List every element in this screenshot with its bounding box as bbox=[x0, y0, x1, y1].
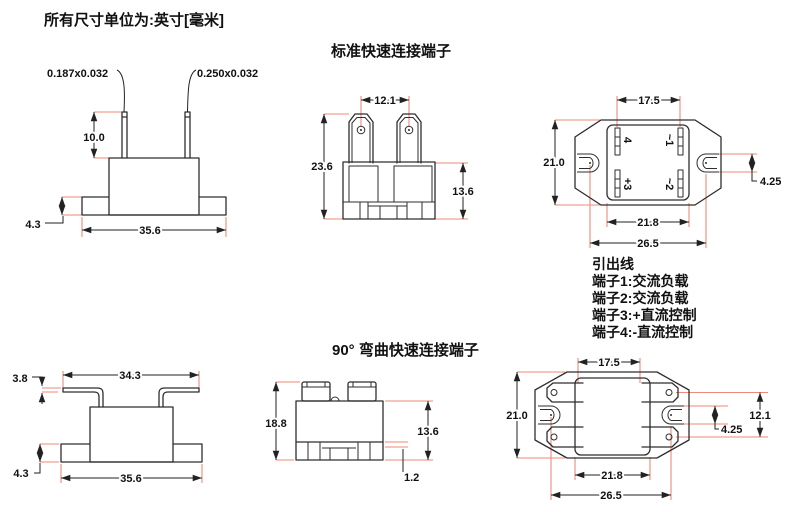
mount-slot-right-bent bbox=[661, 405, 684, 425]
dim-body-depth: 21.0 bbox=[543, 157, 564, 169]
label-pin-large: 0.250x0.032 bbox=[197, 68, 258, 80]
terminal-blades bbox=[614, 127, 684, 198]
legend-line-1: 端子1:交流负载 bbox=[592, 273, 689, 289]
dim-hole-span-bent: 12.1 bbox=[749, 410, 770, 422]
units-note: 所有尺寸单位为:英寸[毫米] bbox=[44, 12, 224, 29]
terminal-label-2: ~2 bbox=[663, 178, 675, 191]
section-title-standard: 标准快速连接端子 bbox=[331, 43, 452, 60]
terminal-label-4: 4 bbox=[621, 137, 633, 144]
dim-lead-height: 3.8 bbox=[12, 373, 27, 385]
legend-line-3: 端子3:+直流控制 bbox=[592, 307, 697, 323]
dim-body-width-bent: 21.8 bbox=[601, 470, 622, 482]
view-bent-top: 17.5 21.0 21.8 26.5 12.1 4.25 bbox=[504, 355, 772, 504]
dim-body-width: 21.8 bbox=[637, 217, 658, 229]
dim-step: 1.2 bbox=[404, 472, 419, 484]
terminal-label-3: +3 bbox=[621, 178, 633, 191]
dim-slot-span: 26.5 bbox=[637, 238, 658, 250]
dim-body-height: 13.6 bbox=[452, 186, 473, 198]
dim-pin-height: 10.0 bbox=[83, 132, 104, 144]
mount-slot-left-bent bbox=[538, 405, 561, 425]
dim-pin-span: 17.5 bbox=[638, 95, 659, 107]
bent-tabs bbox=[546, 382, 679, 448]
dim-pin-span-bent: 17.5 bbox=[598, 357, 619, 369]
legend-line-4: 端子4:-直流控制 bbox=[592, 324, 694, 340]
dim-pin-spacing: 12.1 bbox=[374, 95, 395, 107]
terminal-legend: 引出线 端子1:交流负载 端子2:交流负载 端子3:+直流控制 端子4:-直流控… bbox=[592, 256, 697, 341]
view-standard-side: 0.187x0.032 0.250x0.032 10.0 4.3 35.6 bbox=[25, 68, 258, 239]
legend-line-2: 端子2:交流负载 bbox=[592, 290, 689, 306]
view-bent-side: 3.8 34.3 4.3 35.6 bbox=[12, 368, 203, 487]
mount-slot-right bbox=[696, 153, 719, 173]
dim-overall-height: 23.6 bbox=[311, 161, 332, 173]
legend-heading: 引出线 bbox=[592, 256, 634, 272]
label-pin-small: 0.187x0.032 bbox=[47, 68, 108, 80]
dim-slot-width-bent: 4.25 bbox=[721, 424, 742, 436]
dim-base-height: 4.3 bbox=[25, 219, 40, 231]
dim-body-depth-bent: 21.0 bbox=[506, 410, 527, 422]
dim-slot-span-bent: 26.5 bbox=[600, 490, 621, 502]
mount-slot-left bbox=[577, 153, 600, 173]
dim-lead-span: 34.3 bbox=[119, 370, 140, 382]
view-bent-front: 18.8 13.6 1.2 bbox=[263, 381, 441, 484]
dim-base-width: 35.6 bbox=[139, 225, 160, 237]
dim-body-height-bent: 13.6 bbox=[417, 426, 438, 438]
dim-slot-width: 4.25 bbox=[760, 176, 781, 188]
view-standard-top: 4 ~1 +3 ~2 17.5 21.0 21.8 26.5 4.25 bbox=[541, 93, 781, 252]
dim-base-height-bent: 4.3 bbox=[13, 468, 28, 480]
section-title-bent: 90° 弯曲快速连接端子 bbox=[332, 342, 479, 359]
dim-base-width-bent: 35.6 bbox=[120, 473, 141, 485]
terminal-label-1: ~1 bbox=[663, 134, 675, 147]
view-standard-front: 12.1 23.6 13.6 bbox=[309, 93, 476, 220]
dim-overall-height-bent: 18.8 bbox=[265, 418, 286, 430]
